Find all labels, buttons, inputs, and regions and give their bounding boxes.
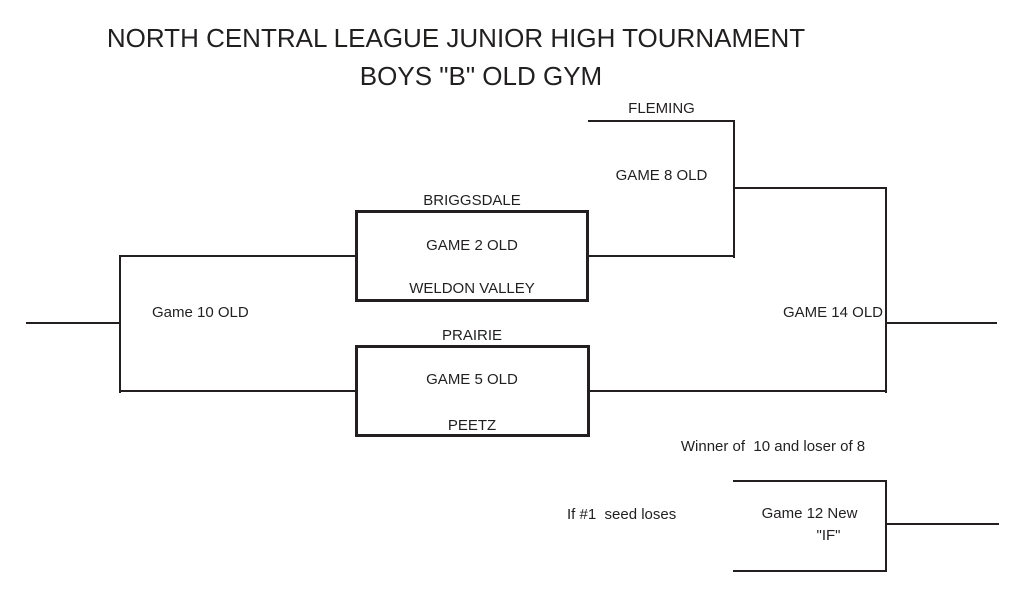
game10-bracket-vline: [119, 255, 121, 393]
game10-top-branch-line: [119, 255, 357, 257]
if-bracket-bottom-line: [733, 570, 887, 572]
game5-winner-line: [589, 390, 887, 392]
game8-label: GAME 8 OLD: [615, 167, 708, 184]
fleming-seed-label: FLEMING: [628, 100, 695, 117]
game10-input-line: [26, 322, 120, 324]
fleming-seed-line: [588, 120, 735, 122]
game2-winner-line: [589, 255, 735, 257]
peetz-seed-label: PEETZ: [447, 417, 497, 434]
game2-box: [355, 210, 589, 302]
game5-label: GAME 5 OLD: [426, 371, 518, 388]
game8-bracket-vline: [733, 120, 735, 258]
winner-loser-note: Winner of 10 and loser of 8: [680, 438, 866, 455]
game10-bottom-branch-line: [119, 390, 357, 392]
page-title-line2: BOYS "B" OLD GYM: [359, 61, 603, 91]
game5-box: [355, 345, 590, 437]
if-condition-note: If #1 seed loses: [567, 506, 677, 523]
if-label: "IF": [816, 527, 841, 544]
if-output-line: [887, 523, 999, 525]
game10-label: Game 10 OLD: [152, 304, 249, 321]
game14-output-line: [887, 322, 997, 324]
prairie-seed-label: PRAIRIE: [441, 327, 502, 344]
game8-winner-line: [733, 187, 887, 189]
game14-label: GAME 14 OLD: [782, 304, 883, 321]
if-bracket-vline: [885, 480, 887, 572]
if-bracket-top-line: [733, 480, 887, 482]
briggsdale-seed-label: BRIGGSDALE: [423, 192, 521, 209]
game14-bracket-vline: [885, 187, 887, 393]
game12-label: Game 12 New: [761, 505, 858, 522]
page-title-line1: NORTH CENTRAL LEAGUE JUNIOR HIGH TOURNAM…: [106, 23, 806, 53]
game2-label: GAME 2 OLD: [426, 237, 518, 254]
weldon-valley-seed-label: WELDON VALLEY: [409, 280, 535, 297]
